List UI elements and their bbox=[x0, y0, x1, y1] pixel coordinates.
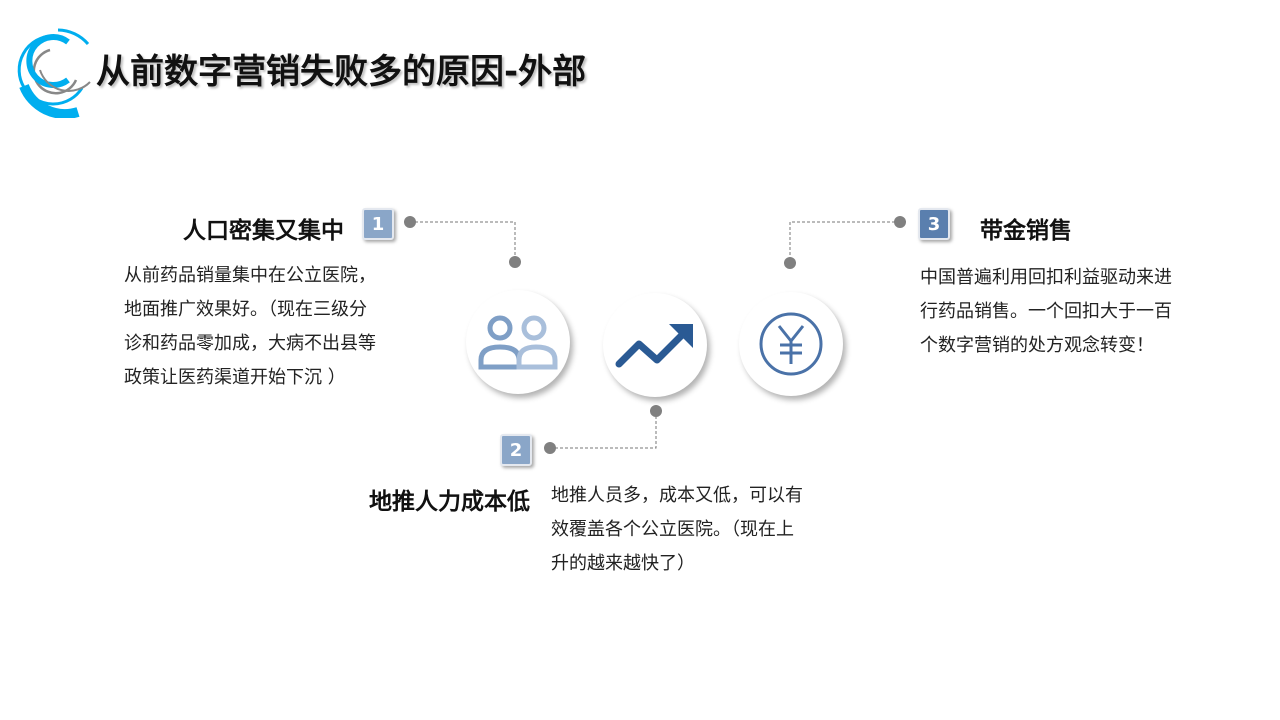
text-line: 个数字营销的处方观念转变！ bbox=[920, 335, 1154, 356]
connector-dot bbox=[784, 257, 796, 269]
connector-dot bbox=[894, 216, 906, 228]
text-line: 诊和药品零加成，大病不出县等 bbox=[124, 333, 376, 354]
badge-1: 1 bbox=[362, 208, 394, 240]
people-icon-circle bbox=[466, 290, 570, 394]
text-line: 中国普遍利用回扣利益驱动来进 bbox=[920, 267, 1172, 288]
logo-rings-icon bbox=[17, 28, 91, 118]
heading-3: 带金销售 bbox=[980, 218, 1072, 244]
body-2: 地推人员多，成本又低，可以有 效覆盖各个公立医院。（现在上 升的越来越快了） bbox=[551, 479, 803, 581]
text-line: 地推人员多，成本又低，可以有 bbox=[551, 485, 803, 506]
trend-up-icon bbox=[615, 324, 693, 368]
badge-2: 2 bbox=[500, 434, 532, 466]
body-1: 从前药品销量集中在公立医院， 地面推广效果好。（现在三级分 诊和药品零加成，大病… bbox=[124, 259, 376, 395]
connector-dot bbox=[650, 405, 662, 417]
body-3: 中国普遍利用回扣利益驱动来进 行药品销售。一个回扣大于一百 个数字营销的处方观念… bbox=[920, 261, 1172, 363]
text-line: 从前药品销量集中在公立医院， bbox=[124, 265, 376, 286]
connector-dot bbox=[404, 216, 416, 228]
people-icon bbox=[478, 315, 558, 370]
trend-icon-circle bbox=[603, 293, 707, 397]
heading-1: 人口密集又集中 bbox=[183, 218, 344, 244]
badge-3: 3 bbox=[918, 208, 950, 240]
page-title: 从前数字营销失败多的原因-外部 bbox=[96, 52, 587, 92]
heading-2: 地推人力成本低 bbox=[369, 489, 530, 515]
yen-icon bbox=[759, 312, 823, 376]
connector-dot bbox=[544, 442, 556, 454]
yen-icon-circle bbox=[739, 292, 843, 396]
text-line: 行药品销售。一个回扣大于一百 bbox=[920, 301, 1172, 322]
text-line: 政策让医药渠道开始下沉 ） bbox=[124, 367, 346, 388]
text-line: 升的越来越快了） bbox=[551, 553, 695, 574]
connector-dot bbox=[509, 256, 521, 268]
text-line: 地面推广效果好。（现在三级分 bbox=[124, 299, 367, 320]
text-line: 效覆盖各个公立医院。（现在上 bbox=[551, 519, 794, 540]
